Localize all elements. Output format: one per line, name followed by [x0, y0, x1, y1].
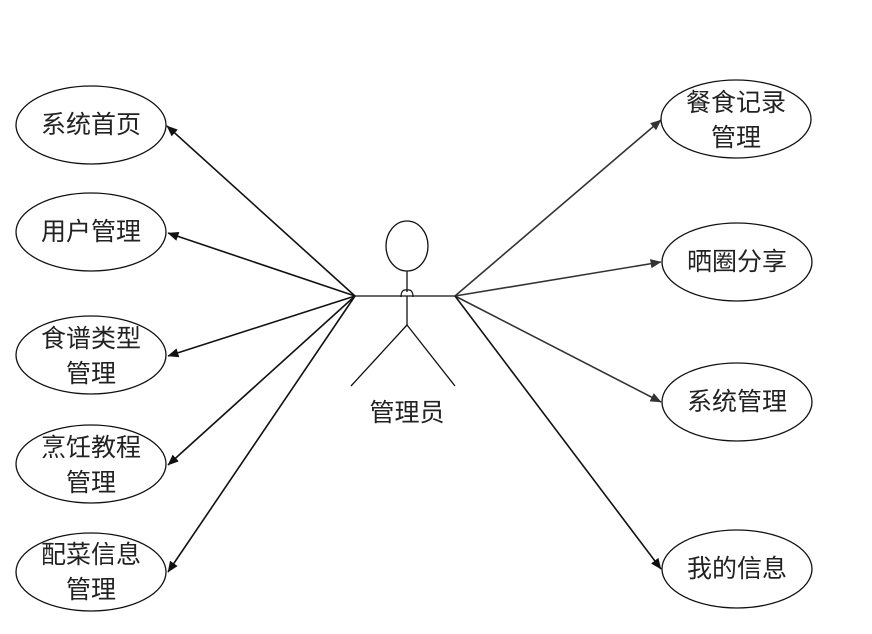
use-case-label-line-2: 管理: [66, 360, 116, 388]
use-case-label: 用户管理: [41, 218, 141, 246]
arrow-to-user-management: [167, 231, 356, 297]
use-case-label-line-1: 烹饪教程: [41, 434, 141, 462]
actor-neck-joint: [400, 289, 414, 298]
use-case-label-line-1: 配菜信息: [41, 541, 141, 569]
arrow-to-meal-record-management: [454, 119, 662, 297]
use-case-system-management: 系统管理: [661, 362, 813, 442]
use-case-ellipse: [15, 532, 167, 612]
use-case-my-info: 我的信息: [661, 529, 813, 609]
arrow-to-side-dish-management: [167, 295, 356, 573]
use-case-ellipse: [661, 529, 813, 609]
use-case-label: 晒圈分享: [687, 248, 787, 276]
actor-head: [385, 220, 429, 272]
use-case-ellipse: [660, 79, 812, 159]
right-associations: [454, 119, 662, 570]
actor-right-leg: [406, 324, 456, 387]
use-case-label-line-1: 餐食记录: [686, 89, 786, 117]
use-case-ellipse: [15, 192, 167, 272]
actor-figure: 管理员: [350, 220, 456, 427]
use-case-user-management: 用户管理: [15, 192, 167, 272]
use-case-label-line-1: 食谱类型: [41, 325, 141, 353]
use-case-ellipse: [661, 362, 813, 442]
arrow-to-my-info: [454, 295, 662, 570]
arrow-to-cooking-tutorial-management: [167, 295, 356, 466]
use-case-meal-record-management: 餐食记录 管理: [660, 79, 812, 159]
left-associations: [166, 125, 356, 573]
use-case-share-circle: 晒圈分享: [661, 222, 813, 302]
arrow-to-recipe-type-management: [167, 295, 356, 358]
use-case-label-line-2: 管理: [66, 469, 116, 497]
use-case-label: 系统管理: [687, 388, 787, 416]
use-case-ellipse: [15, 85, 167, 165]
use-case-label: 系统首页: [41, 111, 141, 139]
use-case-label-line-2: 管理: [66, 576, 116, 604]
use-case-ellipse: [15, 315, 167, 395]
arrow-to-system-home: [166, 125, 356, 297]
use-case-cooking-tutorial-management: 烹饪教程 管理: [15, 424, 167, 504]
use-case-recipe-type-management: 食谱类型 管理: [15, 315, 167, 395]
arrow-to-system-management: [454, 295, 662, 403]
use-case-side-dish-management: 配菜信息 管理: [15, 532, 167, 612]
use-case-ellipse: [15, 424, 167, 504]
use-case-system-home: 系统首页: [15, 85, 167, 165]
actor-left-leg: [350, 324, 408, 387]
arrow-to-share-circle: [454, 259, 662, 297]
use-case-label-line-2: 管理: [711, 124, 761, 152]
use-case-label: 我的信息: [687, 555, 787, 583]
actor-name: 管理员: [369, 399, 444, 427]
use-case-ellipse: [661, 222, 813, 302]
